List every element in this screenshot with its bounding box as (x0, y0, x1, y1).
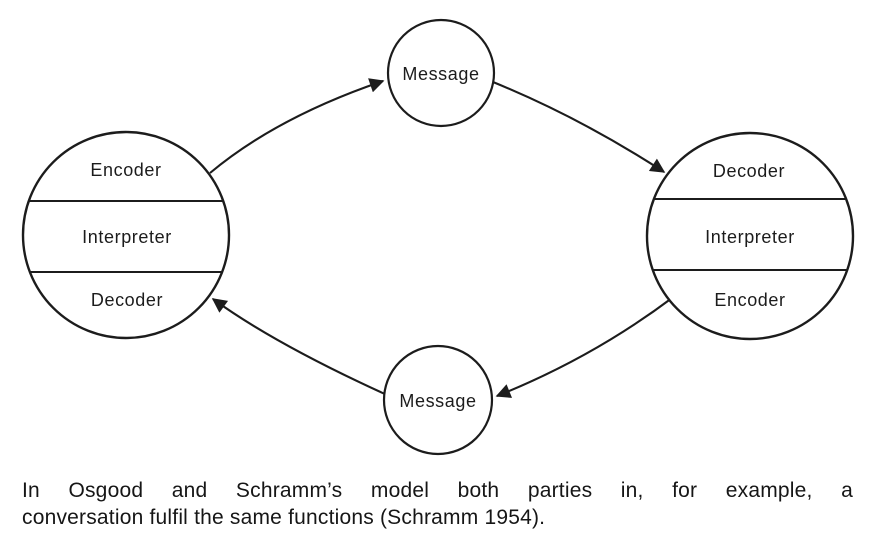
left-encoder-label: Encoder (90, 160, 161, 180)
osgood-schramm-diagram: Encoder Interpreter Decoder Decoder Inte… (21, 18, 855, 456)
arrow-right-to-bottom-message (495, 297, 673, 398)
arrow-top-message-to-right (492, 81, 666, 173)
arrow-left-to-top-message (209, 78, 385, 174)
right-encoder-label: Encoder (714, 290, 785, 310)
arrow-bottom-message-to-left (211, 298, 388, 396)
caption-line-2: conversation fulfil the same functions (… (22, 506, 546, 529)
top-message-label: Message (402, 64, 479, 84)
left-interpreter-label: Interpreter (82, 227, 172, 247)
caption-line-1: In Osgood and Schramm’s model both parti… (22, 479, 853, 502)
top-message-circle (386, 18, 496, 128)
bottom-message-label: Message (399, 391, 476, 411)
right-party-circle (645, 131, 855, 341)
bottom-message-circle (382, 344, 494, 456)
caption: In Osgood and Schramm’s model both parti… (22, 477, 853, 531)
left-party-circle (21, 130, 231, 340)
right-decoder-label: Decoder (713, 161, 785, 181)
left-decoder-label: Decoder (91, 290, 163, 310)
right-interpreter-label: Interpreter (705, 227, 795, 247)
